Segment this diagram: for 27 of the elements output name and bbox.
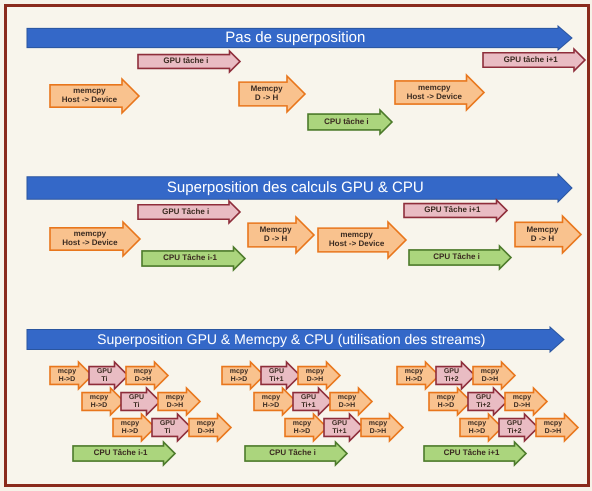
task-label: Host -> Device (406, 92, 462, 102)
task-label: CPU Tâche i (269, 449, 316, 458)
task-label: GPU Tâche i+1 (424, 206, 480, 215)
task-label: CPU Tâche i-1 (163, 254, 217, 263)
task-label: GPU tâche i+1 (504, 56, 558, 64)
banner-title: Pas de superposition (225, 30, 366, 46)
banner-title: Superposition GPU & Memcpy & CPU (utilisation des streams) (97, 332, 486, 348)
task-label: CPU Tâche i+1 (444, 449, 500, 458)
task-label: CPU Tâche i (433, 253, 480, 262)
task-label: memcpy (73, 87, 106, 96)
task-label: memcpy (340, 231, 373, 240)
task-label: CPU tâche i (324, 118, 369, 126)
task-label: Memcpy (250, 85, 283, 94)
task-label: Host -> Device (62, 239, 118, 248)
task-label: D -> H (530, 234, 554, 244)
task-label: Memcpy (260, 226, 292, 235)
task-label: CPU Tâche i-1 (94, 449, 148, 458)
task-label: Host -> Device (62, 96, 118, 105)
task-label: Memcpy (526, 226, 558, 234)
task-label: D -> H (254, 94, 278, 103)
banner-title: Superposition des calculs GPU & CPU (166, 180, 424, 196)
task-label: memcpy (74, 230, 106, 239)
task-label: GPU tâche i (163, 57, 208, 66)
task-label: D -> H (264, 235, 288, 244)
task-label: GPU Tâche i (162, 208, 210, 216)
task-label: memcpy (418, 84, 450, 92)
task-label: Host -> Device (328, 240, 384, 249)
